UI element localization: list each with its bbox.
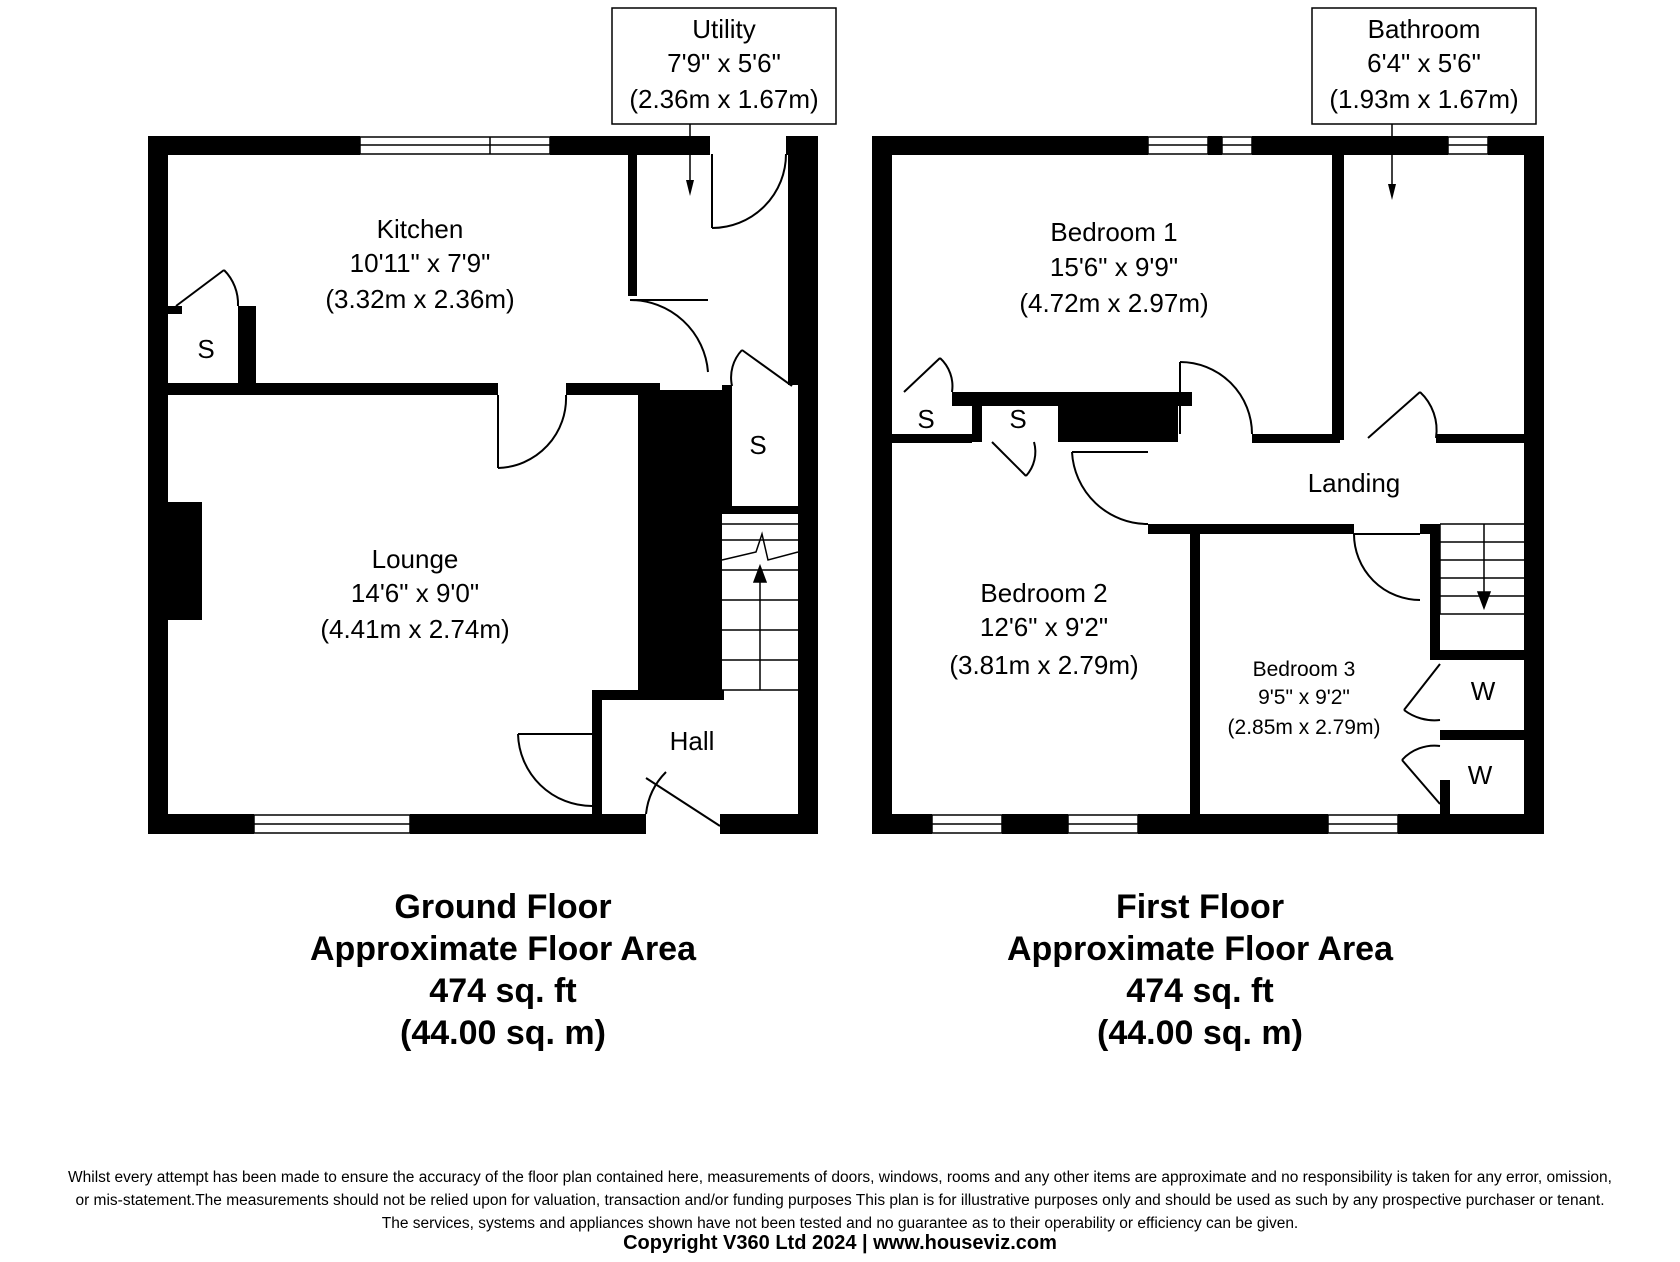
bedroom2-imperial: 12'6" x 9'2" [980, 612, 1108, 642]
bedroom3-imperial: 9'5" x 9'2" [1258, 686, 1350, 709]
disclaimer-line-2: or mis-statement.The measurements should… [75, 1192, 1605, 1209]
disclaimer-line-3: The services, systems and appliances sho… [381, 1215, 1299, 1232]
ground-floor-plan: Utility 7'9" x 5'6" (2.36m x 1.67m) Kitc… [148, 7, 837, 1052]
kitchen-name: Kitchen [377, 214, 464, 244]
utility-metric: (2.36m x 1.67m) [629, 84, 818, 114]
hall-store-label: S [749, 430, 766, 460]
ground-floor-title: Ground Floor [394, 888, 611, 926]
landing-name: Landing [1308, 468, 1401, 498]
copyright-notice: Copyright V360 Ltd 2024 | www.houseviz.c… [623, 1232, 1057, 1254]
store2-label: S [1009, 404, 1026, 434]
lounge-imperial: 14'6" x 9'0" [351, 578, 479, 608]
kitchen-imperial: 10'11" x 7'9" [350, 248, 491, 278]
bedroom2-metric: (3.81m x 2.79m) [949, 650, 1138, 680]
bathroom-pointer-arrow [1388, 184, 1396, 200]
ground-floor-area-label: Approximate Floor Area [310, 930, 697, 968]
utility-pointer-arrow [686, 180, 694, 196]
ground-floor-windows [253, 136, 551, 834]
first-floor-stairs [1439, 523, 1524, 615]
lounge-metric: (4.41m x 2.74m) [320, 614, 509, 644]
first-floor-doors [903, 357, 1441, 805]
lounge-name: Lounge [372, 544, 459, 574]
ground-floor-stairs [721, 523, 799, 691]
bedroom1-metric: (4.72m x 2.97m) [1019, 288, 1208, 318]
first-floor-title: First Floor [1116, 888, 1284, 926]
ground-floor-walls [148, 136, 818, 834]
bathroom-imperial: 6'4" x 5'6" [1367, 48, 1481, 78]
wardrobe1-label: W [1471, 676, 1496, 706]
wardrobe2-label: W [1468, 760, 1493, 790]
bedroom2-name: Bedroom 2 [980, 578, 1107, 608]
utility-name: Utility [692, 14, 756, 44]
kitchen-metric: (3.32m x 2.36m) [325, 284, 514, 314]
first-floor-walls [872, 136, 1544, 834]
bedroom3-metric: (2.85m x 2.79m) [1228, 716, 1381, 739]
bathroom-label-box [1311, 7, 1537, 125]
disclaimer-line-1: Whilst every attempt has been made to en… [68, 1169, 1612, 1186]
first-floor-plan: Bathroom 6'4" x 5'6" (1.93m x 1.67m) Bed… [872, 7, 1544, 1052]
bathroom-metric: (1.93m x 1.67m) [1329, 84, 1518, 114]
ground-floor-area-metric: (44.00 sq. m) [400, 1014, 606, 1052]
first-floor-area-imperial: 474 sq. ft [1126, 972, 1273, 1010]
bedroom3-name: Bedroom 3 [1253, 658, 1356, 681]
utility-label-box [611, 7, 837, 125]
bathroom-name: Bathroom [1368, 14, 1481, 44]
utility-imperial: 7'9" x 5'6" [667, 48, 781, 78]
hall-name: Hall [670, 726, 715, 756]
store1-label: S [917, 404, 934, 434]
ground-floor-doors [175, 153, 793, 827]
first-floor-area-label: Approximate Floor Area [1007, 930, 1394, 968]
bedroom1-imperial: 15'6" x 9'9" [1050, 252, 1178, 282]
first-floor-area-metric: (44.00 sq. m) [1097, 1014, 1303, 1052]
bedroom1-name: Bedroom 1 [1050, 217, 1177, 247]
ground-floor-area-imperial: 474 sq. ft [429, 972, 576, 1010]
kitchen-store-label: S [197, 334, 214, 364]
first-floor-windows [931, 136, 1489, 834]
